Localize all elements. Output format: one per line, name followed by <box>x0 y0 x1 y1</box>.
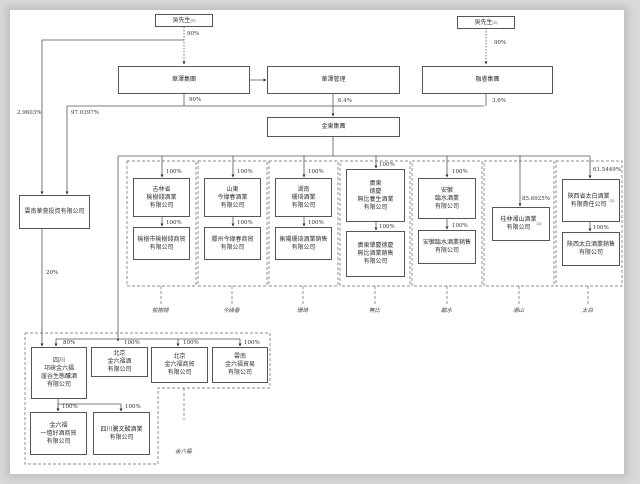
node-rongrui-group: 融睿集團 <box>422 66 553 94</box>
frame-taibai <box>555 160 623 287</box>
pct-huaze-jindong: 90% <box>189 97 202 103</box>
node-brand-child: 廣東肇慶德慶 無比酒業銷售 有限公司 <box>346 231 405 277</box>
node-beijing-jinliufu-trade: 北京 金六福商貿 有限公司 <box>151 347 208 383</box>
brand-label: 湘山 <box>513 308 525 314</box>
brand-label-jinliufu: 金六福 <box>175 449 192 455</box>
node-mr-wu-right: 吳先生(1) <box>457 16 515 29</box>
node-mr-wu-left: 吳先生(1) <box>155 14 213 27</box>
node-brand-parent: 陝西省太白酒業 有限責任公司(3) <box>562 179 620 222</box>
brand-label: 太白 <box>582 308 594 314</box>
node-huaze-mgmt: 華澤管理 <box>267 66 400 94</box>
node-brand-parent: 廣東 德慶 無比養生酒業 有限公司 <box>346 169 405 222</box>
brand-label: 榆樹錢 <box>152 308 169 314</box>
node-brand-child: 陝西太白酒業銷售 有限公司 <box>562 232 620 266</box>
node-brand-parent: 桂林湘山酒業 有限公司(2) <box>492 207 550 241</box>
brand-label: 臨水 <box>441 308 453 314</box>
brand-label: 無比 <box>369 308 381 314</box>
node-wenjun: 四川騰文酸酒業 有限公司 <box>93 412 150 455</box>
node-yunnan-jinliufu-trade: 雲南 金六福貿易 有限公司 <box>212 347 268 383</box>
node-brand-parent: 安徽 臨水酒業 有限公司 <box>418 178 476 219</box>
node-brand-child: 滕州今緣春商貿 有限公司 <box>204 227 261 260</box>
frame-jinliufu <box>24 332 271 465</box>
pct-wu-rongrui: 90% <box>494 40 507 46</box>
frame-jinyuanchun <box>197 160 268 287</box>
frame-shanqi <box>268 160 339 287</box>
node-brand-child: 安徽臨水酒業銷售 有限公司 <box>418 230 476 264</box>
pct-rongrui-jindong: 3.6% <box>492 98 506 104</box>
node-brand-child: 榆樹市榆樹錢商貿 有限公司 <box>133 227 190 260</box>
node-brand-parent: 吉林省 榆樹錢酒業 有限公司 <box>133 178 190 217</box>
node-brand-parent: 山東 今緣春酒業 有限公司 <box>204 178 261 217</box>
node-yunnan-huahui: 雲南華薈投資有限公司 <box>19 195 90 229</box>
node-brand-parent: 湖南 珊琦酒業 有限公司 <box>275 178 332 217</box>
node-brand-child: 衡陽珊琦酒業銷售 有限公司 <box>275 227 332 260</box>
pct-mgmt-jindong: 6.4% <box>338 98 352 104</box>
brand-label: 今緣春 <box>223 308 240 314</box>
node-beijing-jinliufu-wine: 北京 金六福酒 有限公司 <box>91 347 148 377</box>
pct-huaze-yunnan: 97.0397% <box>71 110 99 116</box>
brand-label: 珊琦 <box>297 308 309 314</box>
node-huaze-group: 華澤集團 <box>118 66 250 94</box>
node-yituohao: 金六福 一壇好酒商貿 有限公司 <box>30 412 87 455</box>
pct-wu-yunnan: 2.9603% <box>17 110 42 116</box>
frame-yushuqian <box>126 160 197 287</box>
node-sichuan-jinliufu: 四川 邛崃金六福 崖谷生態釀酒 有限公司 <box>31 347 87 399</box>
pct-wu-huaze: 90% <box>187 31 200 37</box>
line-wu-yunnan <box>40 39 184 195</box>
pct-yunnan-sichuan: 20% <box>46 270 59 276</box>
node-jindong-group: 金東集團 <box>267 117 400 137</box>
